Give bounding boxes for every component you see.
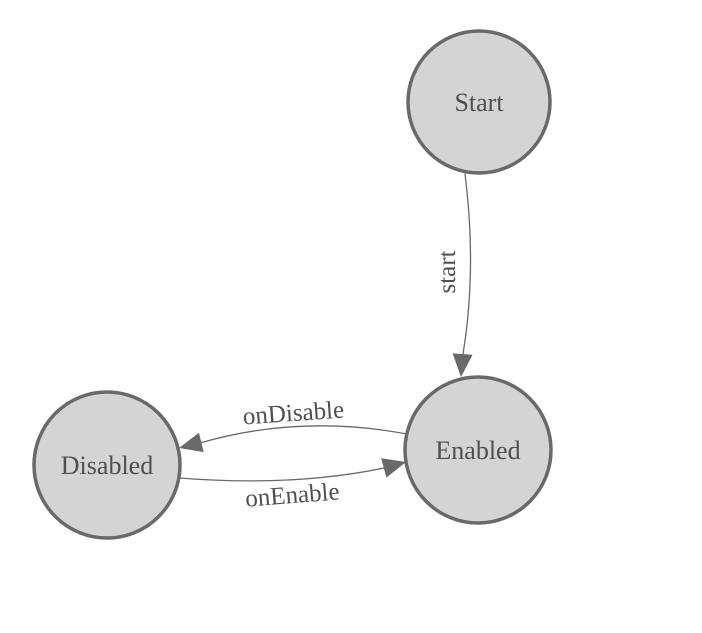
state-label-disabled: Disabled (61, 451, 153, 480)
arrowhead-icon (452, 353, 473, 377)
transition-edge-disabled-to-enabled (178, 458, 406, 482)
edge-line-start-to-enabled (462, 173, 472, 355)
state-node-start[interactable]: Start (406, 29, 552, 175)
state-label-enabled: Enabled (435, 436, 520, 465)
transition-label-disabled-to-enabled: onEnable (244, 478, 340, 512)
edge-line-enabled-to-disabled (199, 425, 408, 444)
state-circle-enabled[interactable] (403, 375, 553, 525)
state-circle-disabled[interactable] (32, 390, 182, 540)
transition-label-start-to-enabled: start (434, 250, 461, 293)
state-label-start: Start (454, 88, 504, 117)
arrowhead-icon (381, 458, 406, 478)
arrowhead-icon (179, 432, 204, 453)
state-node-disabled[interactable]: Disabled (32, 390, 182, 540)
state-circle-start[interactable] (406, 29, 552, 175)
transition-edge-enabled-to-disabled (179, 425, 408, 453)
transition-edge-start-to-enabled (452, 173, 473, 377)
state-node-enabled[interactable]: Enabled (403, 375, 553, 525)
edge-line-disabled-to-enabled (178, 467, 385, 482)
